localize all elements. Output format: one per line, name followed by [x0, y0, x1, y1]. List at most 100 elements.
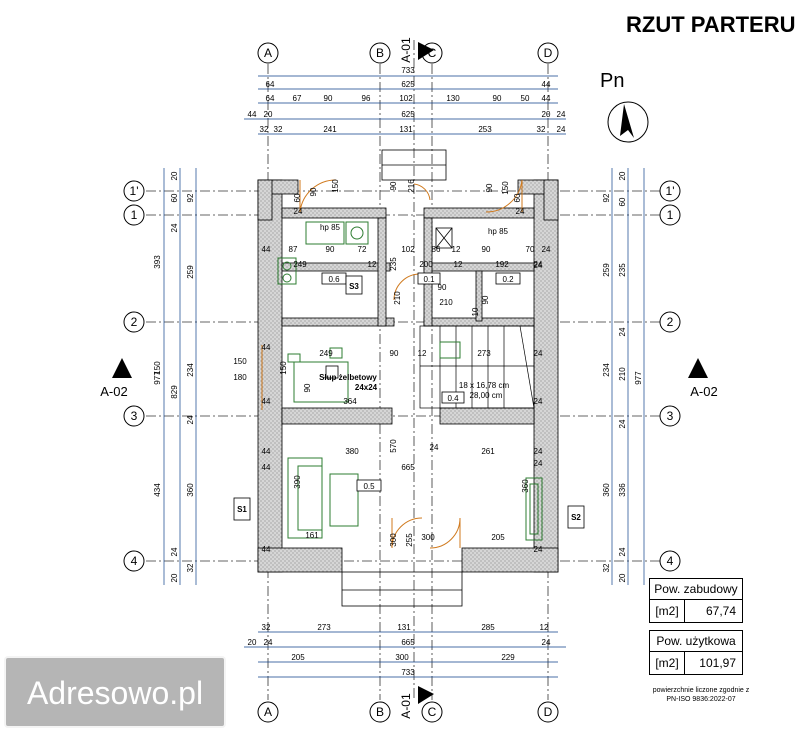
drawing-title: RZUT PARTERU [626, 12, 796, 37]
axis-label-row-4-right: 4 [667, 554, 674, 568]
dim-right-inner-11: 24 [618, 547, 627, 556]
int-dim-62: 24 [534, 545, 543, 554]
dim-bottom-r3-2: 229 [501, 653, 515, 662]
int-dim-31: 161 [305, 531, 319, 540]
int-dim-40: 60 [293, 193, 302, 202]
dim-left-inner-11: 32 [186, 563, 195, 572]
axis-label-col-a-bottom: A [264, 705, 272, 719]
axis-label-row-2-right: 2 [667, 315, 674, 329]
doors [261, 179, 523, 549]
int-dim-52: 24 [534, 459, 543, 468]
usable-area-label: Pow. użytkowa [649, 630, 743, 652]
dim-right-inner-13: 20 [618, 573, 627, 582]
dim-top-r2-0: 64 [266, 80, 275, 89]
axis-label-col-a-top: A [264, 46, 272, 60]
dim-bottom-r4-0: 733 [401, 668, 415, 677]
section-arrow-right-icon [688, 358, 708, 378]
building-area-row: [m2] 67,74 [649, 600, 743, 623]
tag-06: 0.6 [328, 275, 340, 284]
dim-top-r4-0: 44 [248, 110, 257, 119]
int-dim-6: 90 [482, 245, 491, 254]
dim-left-inner-5: 829 [170, 385, 179, 399]
dim-top-r3-8: 44 [542, 94, 551, 103]
int-dim-48: 90 [303, 383, 312, 392]
int-dim-13: 192 [495, 260, 509, 269]
dim-right-inner-6: 234 [602, 363, 611, 377]
axis-label-row-1-right: 1 [667, 208, 674, 222]
int-dim-7: 70 [526, 245, 535, 254]
furniture [277, 221, 543, 541]
int-dim-22: 90 [390, 349, 399, 358]
dim-bottom-r1-4: 12 [540, 623, 549, 632]
int-dim-60: 24 [534, 349, 543, 358]
room-label-s3: S3 [349, 282, 359, 291]
int-dim-21: 249 [319, 349, 333, 358]
int-dim-61: 24 [534, 447, 543, 456]
dim-left-inner-9: 24 [170, 547, 179, 556]
dim-right-inner-5: 24 [618, 327, 627, 336]
int-dim-58: 44 [262, 545, 271, 554]
int-dim-8: 24 [542, 245, 551, 254]
dim-top-r3-6: 90 [493, 94, 502, 103]
porches [341, 149, 463, 607]
dim-top-r2-1: 625 [401, 80, 415, 89]
int-dim-12: 12 [454, 260, 463, 269]
dim-left-inner-1: 60 [170, 193, 179, 202]
int-dim-20: 10 [471, 307, 480, 316]
tag-04: 0.4 [447, 394, 459, 403]
dim-bottom-r2-0: 20 [248, 638, 257, 647]
axis-label-col-c-bottom: C [428, 705, 437, 719]
int-dim-37: 150 [233, 357, 247, 366]
usable-area-row: [m2] 101,97 [649, 652, 743, 675]
int-dim-1: 90 [326, 245, 335, 254]
int-dim-42: 90 [485, 183, 494, 192]
dimension-lines-right [611, 168, 645, 585]
dim-bottom-r3-0: 205 [291, 653, 305, 662]
axis-label-row-4-left: 4 [131, 554, 138, 568]
dim-top-r5-3: 131 [399, 125, 413, 134]
dimension-lines-bottom [244, 631, 566, 678]
dim-top-r4-4: 24 [557, 110, 566, 119]
section-label-bottom: A-01 [399, 693, 413, 719]
dim-left-mid-0: 393 [153, 255, 162, 269]
int-dim-33: 255 [405, 533, 414, 547]
stairs-label2: 28,00 cm [470, 391, 503, 400]
dim-top-r5-1: 32 [274, 125, 283, 134]
north-arrow-icon [607, 101, 649, 143]
building-area-table: Pow. zabudowy [m2] 67,74 [649, 578, 743, 623]
int-dim-9: 249 [293, 260, 307, 269]
dim-top-r4-3: 20 [542, 110, 551, 119]
column-size: 24x24 [355, 383, 378, 392]
dim-right-outer: 977 [634, 371, 643, 385]
tag-05: 0.5 [363, 482, 375, 491]
int-dim-30: 390 [293, 475, 302, 489]
section-markers: A-01 A-01 A-02 A-02 [100, 37, 717, 719]
dim-left-outer: 977 [153, 371, 162, 385]
dim-top-r5-4: 253 [478, 125, 492, 134]
int-dim-38: 180 [233, 373, 247, 382]
int-dim-24: 273 [477, 349, 491, 358]
section-label-top: A-01 [399, 37, 413, 63]
building-area-value: 67,74 [705, 604, 736, 618]
dim-left-inner-7: 24 [186, 415, 195, 424]
int-dim-14: 24 [534, 260, 543, 269]
int-dim-5: 12 [452, 245, 461, 254]
dim-top-733: 733 [401, 66, 415, 75]
dim-right-inner-8: 24 [618, 419, 627, 428]
dim-right-inner-2: 60 [618, 197, 627, 206]
usable-area-table: Pow. użytkowa [m2] 101,97 [649, 630, 743, 675]
dim-top-r5-6: 24 [557, 125, 566, 134]
dim-bottom-r2-1: 24 [264, 638, 273, 647]
int-dim-15: 235 [389, 257, 398, 271]
dim-right-inner-9: 360 [602, 483, 611, 497]
dim-right-inner-1: 92 [602, 193, 611, 202]
dim-left-mid-2: 434 [153, 483, 162, 497]
section-label-right: A-02 [690, 384, 717, 399]
axis-label-row-3-left: 3 [131, 409, 138, 423]
dim-right-inner-7: 210 [618, 367, 627, 381]
dim-left-mid-1: 150 [153, 361, 162, 375]
int-dim-18: 90 [438, 283, 447, 292]
int-dim-25: 364 [343, 397, 357, 406]
axis-label-col-c-top: C [428, 46, 437, 60]
int-dim-47: 150 [331, 179, 340, 193]
